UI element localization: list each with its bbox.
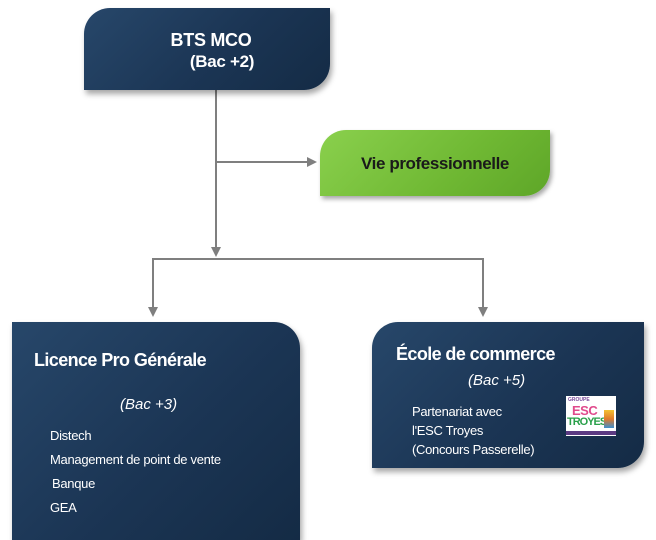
licence-pro-item: Distech [50, 428, 92, 443]
partnership-line: l'ESC Troyes [412, 423, 484, 438]
bts-mco-level: (Bac +2) [189, 52, 255, 71]
partnership-line: Partenariat avec [412, 404, 502, 419]
logo-text-troyes: TROYES [567, 416, 607, 428]
vie-professionnelle-label: Vie professionnelle [361, 154, 509, 173]
logo-top-text: GROUPE [568, 397, 590, 403]
licence-pro-title: Licence Pro Générale [34, 350, 207, 370]
bts-mco-box: BTS MCO (Bac +2) [84, 8, 330, 90]
licence-pro-item: Banque [52, 476, 96, 491]
vie-professionnelle-box: Vie professionnelle [320, 130, 550, 196]
logo-text-esc: ESC [572, 403, 598, 418]
ecole-commerce-partnership: Partenariat avec l'ESC Troyes (Concours … [412, 402, 535, 459]
licence-pro-item: GEA [50, 500, 77, 515]
logo-color-bar [604, 410, 614, 428]
bts-mco-title: BTS MCO [170, 30, 252, 50]
licence-pro-level: (Bac +3) [120, 396, 178, 413]
licence-pro-item-list: Distech Management de point de vente Ban… [50, 426, 221, 517]
licence-pro-box: Licence Pro Générale (Bac +3) Distech Ma… [12, 322, 300, 540]
esc-troyes-logo: GROUPE ESC TROYES [566, 396, 616, 436]
ecole-commerce-title: École de commerce [396, 344, 555, 364]
ecole-commerce-level: (Bac +5) [468, 372, 526, 389]
partnership-line: (Concours Passerelle) [412, 442, 535, 457]
logo-bottom-strip [566, 431, 616, 435]
licence-pro-item: Management de point de vente [50, 452, 221, 467]
ecole-commerce-box: École de commerce (Bac +5) Partenariat a… [372, 322, 644, 468]
